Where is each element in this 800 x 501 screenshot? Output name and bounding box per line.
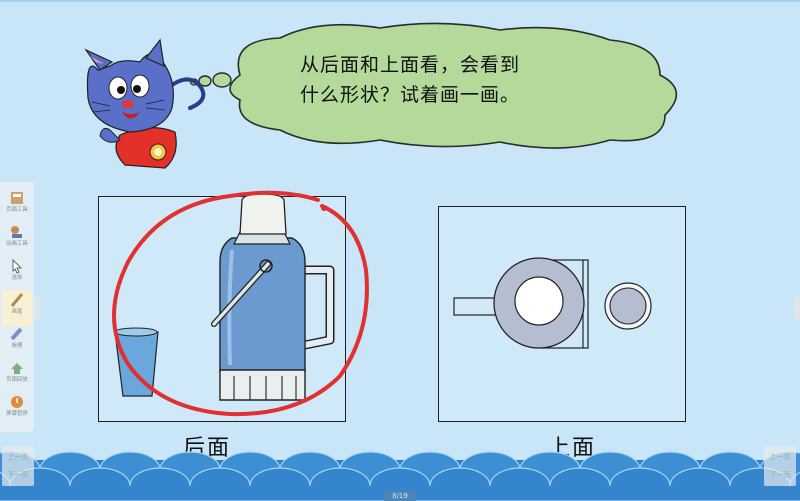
select-tool-button[interactable]: 选择 <box>2 256 32 292</box>
pause-tool-button[interactable]: 屏幕暂停 <box>2 392 32 428</box>
animation-tool-label: 动画工具 <box>6 240 28 247</box>
page-indicator: 8/19 <box>384 491 416 501</box>
pen-tool-label: 画笔 <box>11 308 23 315</box>
pause-tool-label: 屏幕暂停 <box>6 410 28 417</box>
replay-tool-button[interactable]: 页面回放 <box>2 358 32 394</box>
page-tool-button[interactable]: 页面工具 <box>2 188 32 224</box>
page-tool-icon <box>11 192 23 204</box>
replay-tool-label: 页面回放 <box>6 376 28 383</box>
replay-icon <box>11 363 23 374</box>
eraser-tool-label: 板擦 <box>11 342 23 349</box>
pen-icon <box>10 293 24 307</box>
speech-bubble-text: 从后面和上面看，会看到 什么形状？试着画一画。 <box>300 50 600 110</box>
left-toolbar: 页面工具 动画工具 选择 画笔 板擦 页面回放 屏幕暂停 <box>0 182 34 432</box>
animation-tool-button[interactable]: 动画工具 <box>2 222 32 258</box>
bubble-line-2: 什么形状？试着画一画。 <box>300 84 521 106</box>
left-prev-page-button[interactable]: 上一页 <box>7 453 29 461</box>
power-icon <box>11 396 23 408</box>
eraser-icon <box>10 327 23 341</box>
right-nav-box: 上一页 下一页 <box>764 446 796 486</box>
left-panel-handle[interactable] <box>34 296 40 320</box>
top-view-cup-inner <box>609 287 647 325</box>
red-highlight-circle <box>112 190 369 417</box>
left-next-page-button[interactable]: 下一页 <box>7 471 29 479</box>
top-border <box>0 0 800 2</box>
top-view-flask-inner <box>514 276 564 326</box>
cursor-icon <box>12 258 23 274</box>
right-panel-handle[interactable] <box>794 296 800 320</box>
top-view-spout-rect <box>453 297 501 316</box>
bubble-line-1: 从后面和上面看，会看到 <box>300 54 521 76</box>
pen-tool-button[interactable]: 画笔 <box>2 290 32 326</box>
select-tool-label: 选择 <box>11 274 23 281</box>
animation-tool-icon <box>11 226 22 238</box>
right-prev-page-button[interactable]: 上一页 <box>769 453 791 461</box>
eraser-tool-button[interactable]: 板擦 <box>2 324 32 360</box>
left-nav-box: 上一页 下一页 <box>2 446 34 486</box>
page-tool-label: 页面工具 <box>6 206 28 213</box>
right-next-page-button[interactable]: 下一页 <box>769 471 791 479</box>
